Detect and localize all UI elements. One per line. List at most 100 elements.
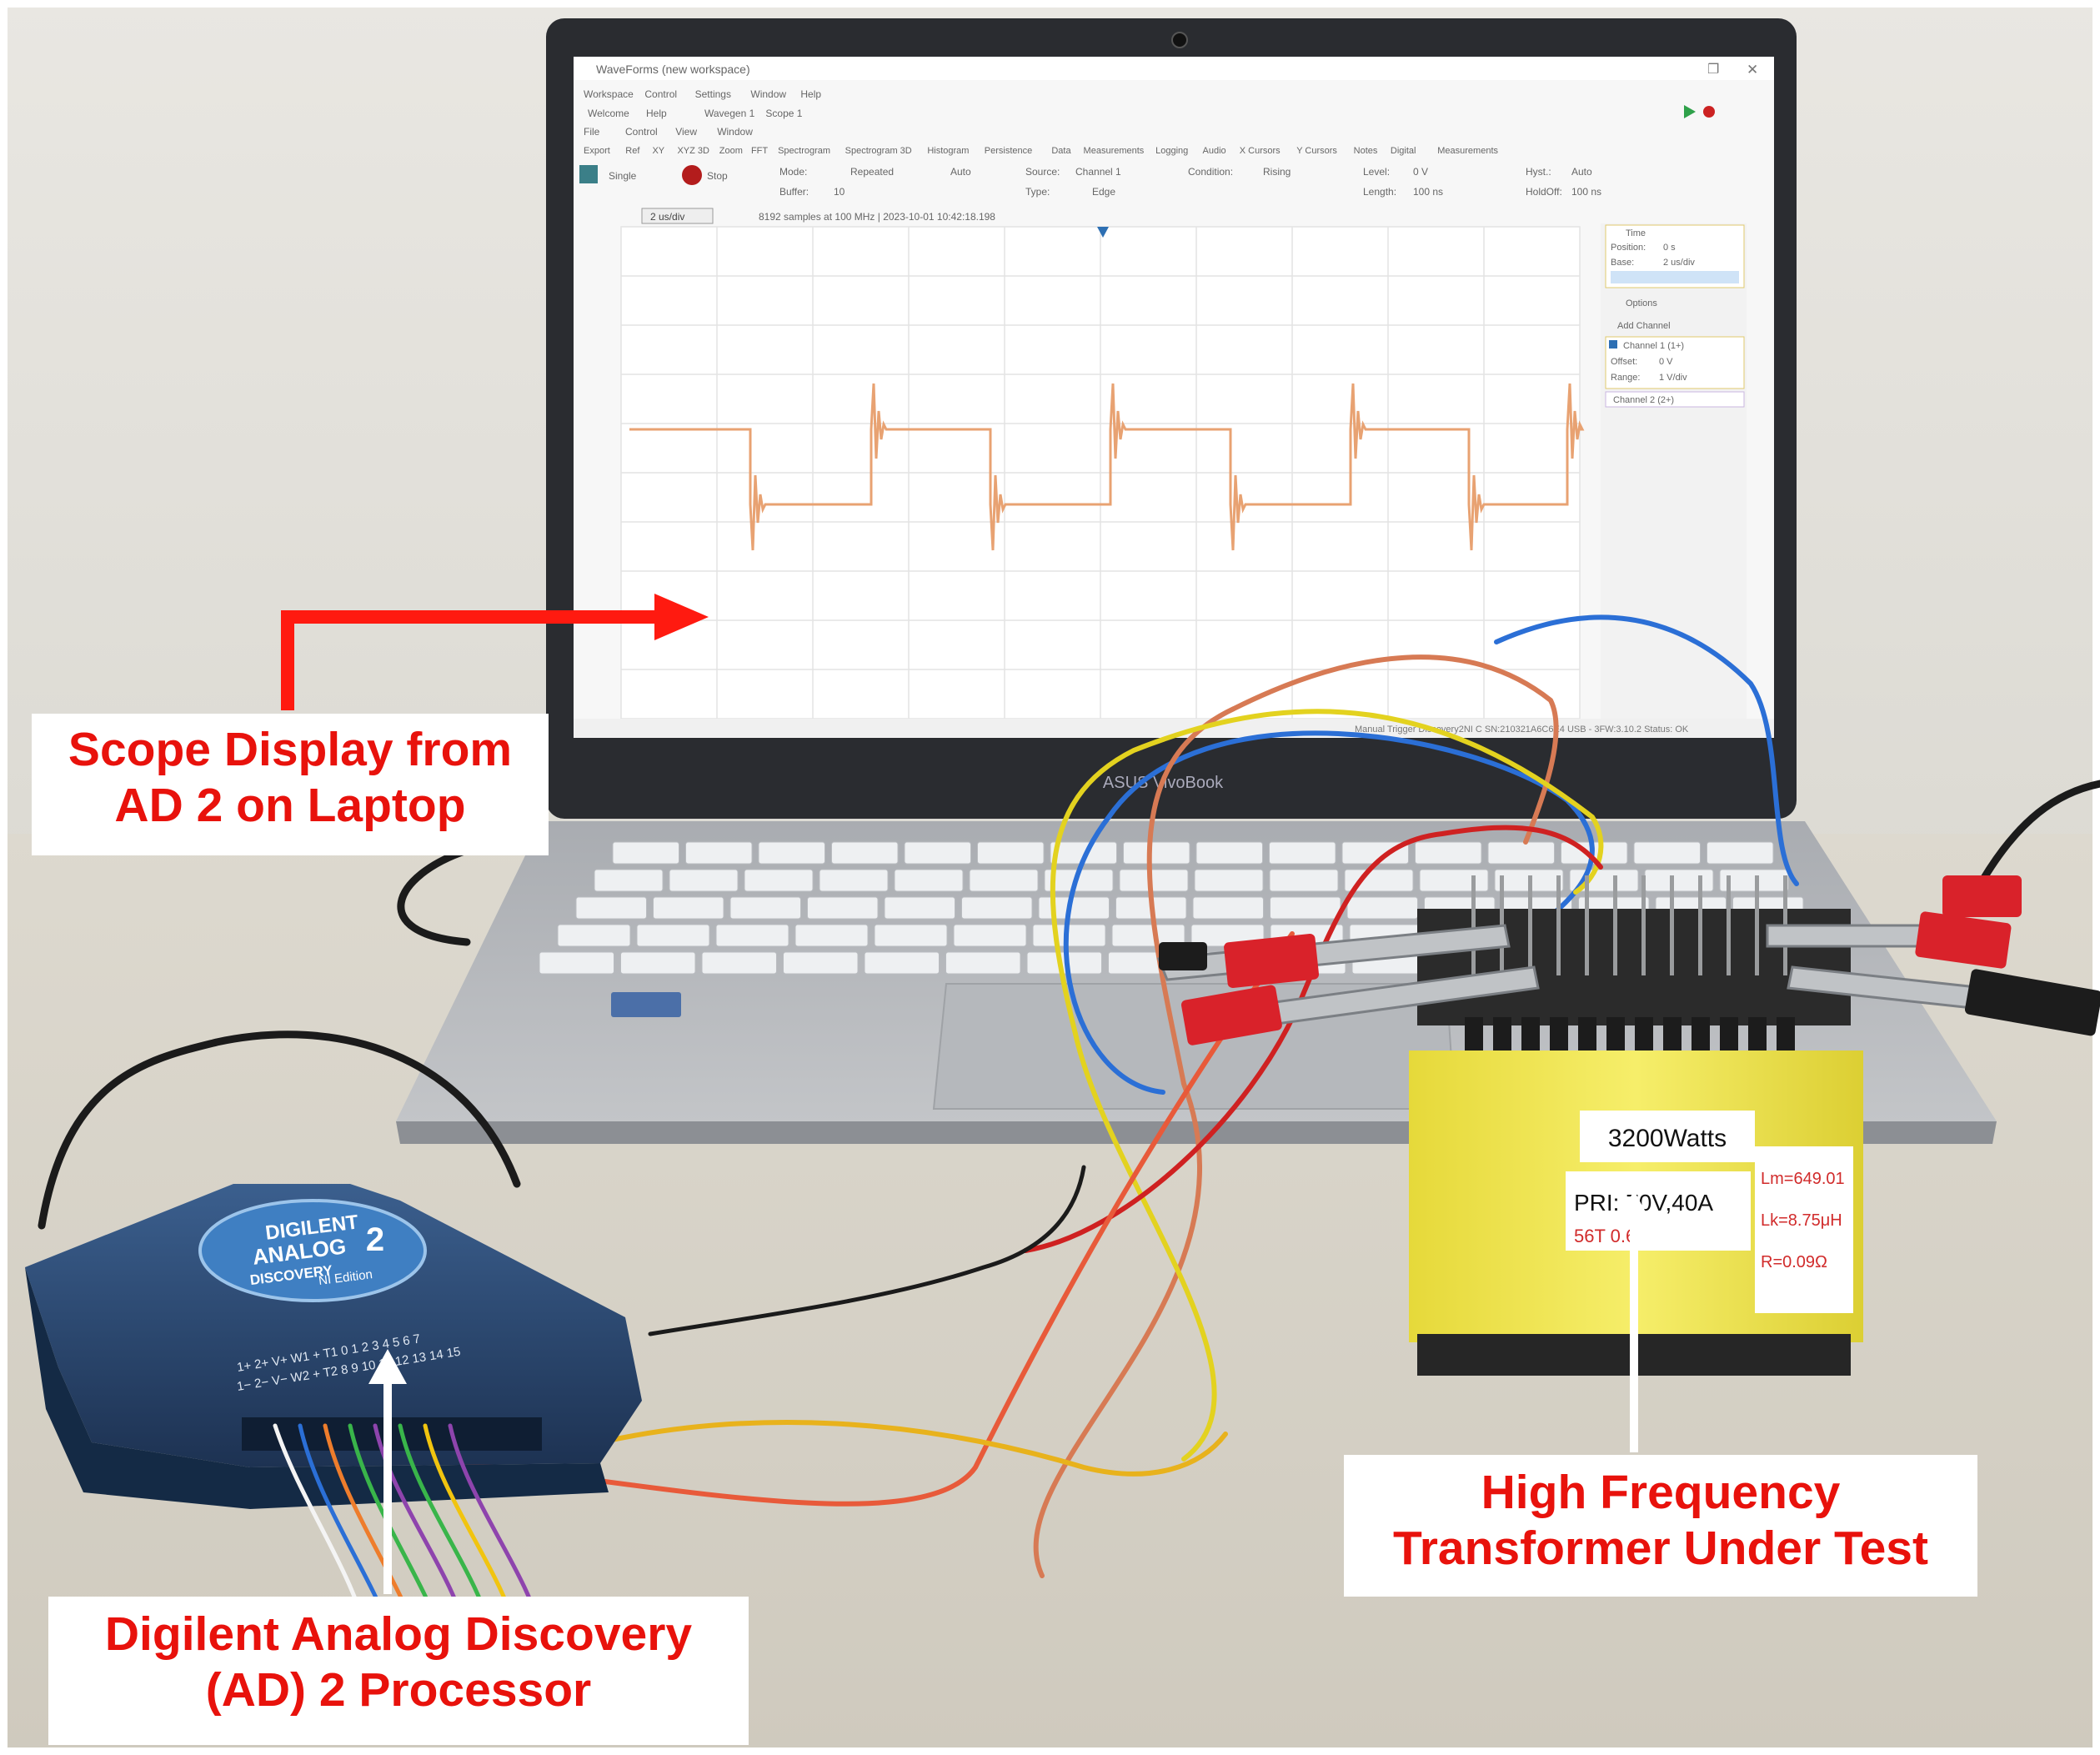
- close-window-icon[interactable]: ✕: [1747, 62, 1758, 78]
- keyboard-key[interactable]: [1192, 896, 1264, 920]
- stop-button[interactable]: Stop: [707, 170, 728, 182]
- toolbar-item-3[interactable]: XYZ 3D: [677, 146, 709, 156]
- toolbar-item-4[interactable]: Zoom: [719, 146, 743, 156]
- tab-0[interactable]: Welcome: [588, 108, 629, 119]
- keyboard-key[interactable]: [539, 951, 614, 975]
- single-button[interactable]: Single: [609, 170, 637, 182]
- channel-1-checkbox[interactable]: [1609, 340, 1617, 348]
- keyboard-key[interactable]: [1719, 869, 1789, 892]
- tab-3[interactable]: Scope 1: [765, 108, 802, 119]
- stop-icon[interactable]: [682, 165, 702, 185]
- run-icon[interactable]: [1684, 105, 1696, 118]
- range-input[interactable]: 1 V/div: [1659, 373, 1687, 383]
- menu-item-1[interactable]: Control: [644, 88, 677, 100]
- trigger-position-icon[interactable]: [1097, 227, 1109, 238]
- condition-select[interactable]: Rising: [1263, 166, 1291, 178]
- toolbar-item-0[interactable]: Export: [584, 146, 610, 156]
- keyboard-key[interactable]: [894, 869, 964, 892]
- restore-icon[interactable]: ❐: [1707, 63, 1719, 77]
- mode-select[interactable]: Repeated: [850, 166, 894, 178]
- toolbar-item-12[interactable]: Logging: [1155, 146, 1188, 156]
- menu-item-4[interactable]: Help: [800, 88, 821, 100]
- keyboard-key[interactable]: [953, 924, 1027, 947]
- time-panel-expand[interactable]: [1611, 271, 1739, 283]
- toolbar-item-13[interactable]: Audio: [1203, 146, 1226, 156]
- keyboard-key[interactable]: [669, 869, 739, 892]
- toolbar-item-2[interactable]: XY: [652, 146, 664, 156]
- offset-input[interactable]: 0 V: [1659, 357, 1673, 367]
- keyboard-key[interactable]: [612, 841, 679, 865]
- options-item[interactable]: Options: [1626, 298, 1657, 308]
- keyboard-key[interactable]: [1419, 869, 1489, 892]
- keyboard-key[interactable]: [864, 951, 940, 975]
- keyboard-key[interactable]: [794, 924, 869, 947]
- holdoff-input[interactable]: 100 ns: [1571, 186, 1601, 198]
- keyboard-key[interactable]: [977, 841, 1045, 865]
- length-input[interactable]: 100 ns: [1413, 186, 1443, 198]
- hyst-select[interactable]: Auto: [1571, 166, 1592, 178]
- submenu-item-2[interactable]: View: [675, 126, 697, 138]
- keyboard-key[interactable]: [1633, 841, 1701, 865]
- position-input[interactable]: 0 s: [1663, 243, 1676, 253]
- toolbar-item-10[interactable]: Data: [1051, 146, 1071, 156]
- keyboard-key[interactable]: [1194, 869, 1264, 892]
- keyboard-key[interactable]: [715, 924, 789, 947]
- keyboard-key[interactable]: [884, 896, 955, 920]
- keyboard-key[interactable]: [1038, 896, 1110, 920]
- toolbar-item-7[interactable]: Spectrogram 3D: [845, 146, 912, 156]
- keyboard-key[interactable]: [729, 896, 801, 920]
- toolbar-item-9[interactable]: Persistence: [985, 146, 1032, 156]
- keyboard-key[interactable]: [758, 841, 825, 865]
- keyboard-key[interactable]: [1269, 841, 1336, 865]
- keyboard-key[interactable]: [1487, 841, 1555, 865]
- toolbar-item-1[interactable]: Ref: [625, 146, 640, 156]
- keyboard-key[interactable]: [685, 841, 753, 865]
- keyboard-key[interactable]: [557, 924, 631, 947]
- toolbar-item-16[interactable]: Notes: [1354, 146, 1378, 156]
- add-channel-item[interactable]: Add Channel: [1617, 321, 1671, 331]
- toolbar-item-5[interactable]: FFT: [751, 146, 768, 156]
- toolbar-item-18[interactable]: Measurements: [1437, 146, 1498, 156]
- menu-item-2[interactable]: Settings: [695, 88, 731, 100]
- keyboard-key[interactable]: [783, 951, 859, 975]
- base-input[interactable]: 2 us/div: [1663, 258, 1695, 268]
- source-select[interactable]: Channel 1: [1075, 166, 1121, 178]
- menu-item-0[interactable]: Workspace: [584, 88, 634, 100]
- auto-select[interactable]: Auto: [950, 166, 971, 178]
- keyboard-key[interactable]: [874, 924, 948, 947]
- level-input[interactable]: 0 V: [1413, 166, 1428, 178]
- toolbar-item-15[interactable]: Y Cursors: [1296, 146, 1337, 156]
- keyboard-key[interactable]: [1270, 896, 1341, 920]
- type-select[interactable]: Edge: [1092, 186, 1115, 198]
- toolbar-item-8[interactable]: Histogram: [927, 146, 969, 156]
- tab-1[interactable]: Help: [646, 108, 667, 119]
- keyboard-key[interactable]: [961, 896, 1033, 920]
- keyboard-key[interactable]: [1415, 841, 1482, 865]
- keyboard-key[interactable]: [1123, 841, 1190, 865]
- keyboard-key[interactable]: [575, 896, 647, 920]
- single-icon[interactable]: [579, 165, 598, 183]
- toolbar-item-14[interactable]: X Cursors: [1240, 146, 1281, 156]
- keyboard-key[interactable]: [1119, 869, 1189, 892]
- keyboard-key[interactable]: [1346, 896, 1418, 920]
- toolbar-item-6[interactable]: Spectrogram: [778, 146, 830, 156]
- keyboard-key[interactable]: [1111, 924, 1185, 947]
- submenu-item-3[interactable]: Window: [717, 126, 753, 138]
- record-icon[interactable]: [1703, 106, 1715, 118]
- submenu-item-1[interactable]: Control: [625, 126, 658, 138]
- keyboard-key[interactable]: [653, 896, 724, 920]
- keyboard-key[interactable]: [807, 896, 879, 920]
- keyboard-key[interactable]: [1269, 869, 1339, 892]
- keyboard-key[interactable]: [636, 924, 710, 947]
- toolbar-item-17[interactable]: Digital: [1391, 146, 1416, 156]
- toolbar-item-11[interactable]: Measurements: [1084, 146, 1145, 156]
- keyboard-key[interactable]: [701, 951, 777, 975]
- keyboard-key[interactable]: [744, 869, 814, 892]
- keyboard-key[interactable]: [1644, 869, 1714, 892]
- keyboard-key[interactable]: [620, 951, 696, 975]
- submenu-item-0[interactable]: File: [584, 126, 600, 138]
- buffer-input[interactable]: 10: [834, 186, 845, 198]
- keyboard-key[interactable]: [831, 841, 899, 865]
- keyboard-key[interactable]: [1195, 841, 1263, 865]
- keyboard-key[interactable]: [969, 869, 1039, 892]
